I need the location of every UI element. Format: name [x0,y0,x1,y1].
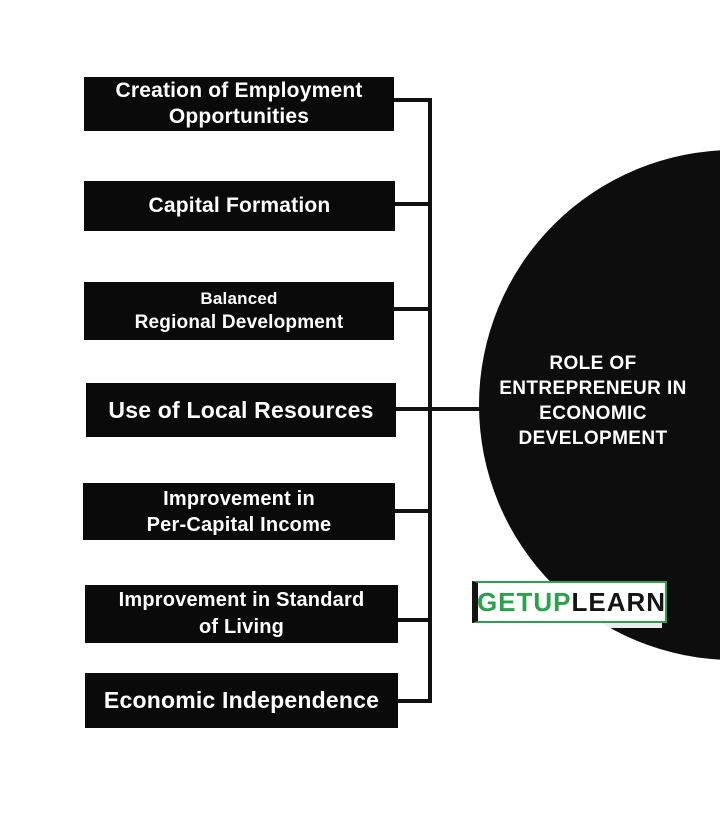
role-box-line: Regional Development [134,312,344,333]
connector-economic-independence [397,699,432,703]
circle-title-line: DEVELOPMENT [518,428,668,449]
connector-local-resources-to-circle [395,407,481,411]
circle-title-line: ECONOMIC [539,403,647,424]
role-box-economic-independence: Economic Independence [85,673,398,728]
role-box-balanced-regional-development: Balanced Regional Development [84,282,394,340]
role-box-line: Creation of Employment [115,79,363,102]
role-box-employment-opportunities: Creation of Employment Opportunities [84,77,394,131]
role-box-line: Economic Independence [103,687,380,713]
connector-vertical-spine [428,98,432,703]
connector-capital-formation [394,202,432,206]
role-box-line: Improvement in Standard [118,589,365,611]
role-box-per-capital-income: Improvement in Per-Capital Income [83,483,395,540]
role-box-line: Per-Capital Income [146,513,332,536]
role-box-line: Balanced [200,289,278,308]
circle-title-line: ENTREPRENEUR IN [499,378,687,399]
circle-title-line: ROLE OF [549,353,637,374]
connector-per-capital-income [394,509,432,513]
role-box-local-resources: Use of Local Resources [86,383,396,437]
role-box-line: Improvement in [163,487,315,510]
role-box-line: Capital Formation [148,194,331,217]
circle-title: ROLE OF ENTREPRENEUR IN ECONOMIC DEVELOP… [468,351,718,451]
connector-standard-of-living [397,618,432,622]
role-box-standard-of-living: Improvement in Standard of Living [85,585,398,643]
role-box-capital-formation: Capital Formation [84,181,395,231]
connector-employment [394,98,432,102]
role-box-line: Opportunities [168,105,310,128]
role-box-line: of Living [198,616,285,638]
role-box-line: Use of Local Resources [108,396,374,423]
getuplearn-logo-getup: GETUP [476,586,572,617]
getuplearn-logo-learn: LEARN [571,586,667,617]
connector-regional-development [394,307,432,311]
